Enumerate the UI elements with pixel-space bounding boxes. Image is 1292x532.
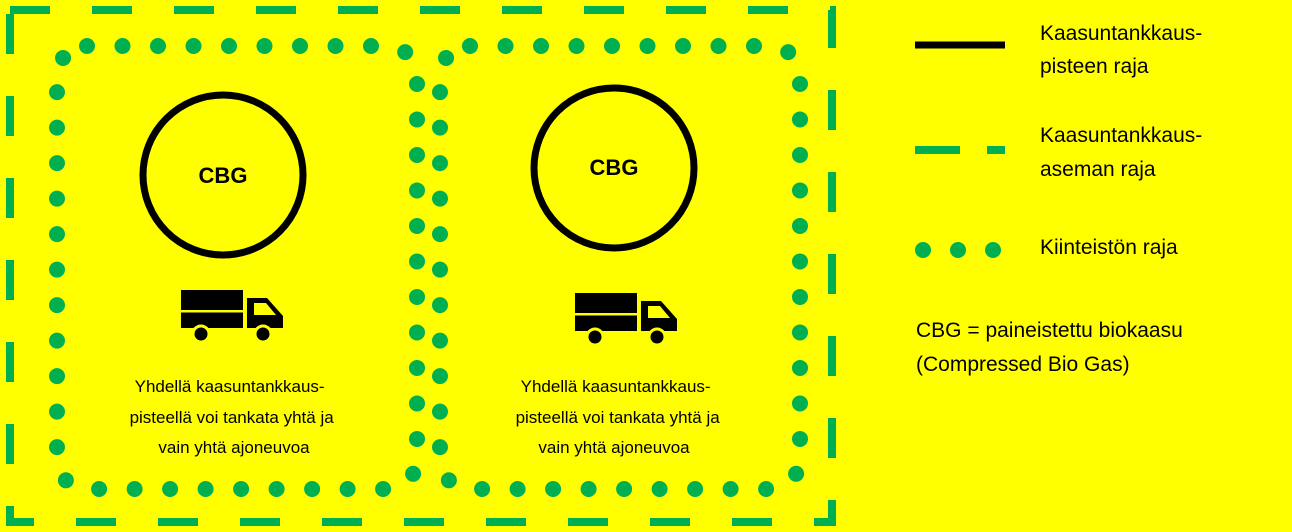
legend-label: Kaasuntankkaus- aseman raja bbox=[1040, 124, 1208, 181]
property-boundary-left bbox=[49, 38, 425, 497]
cbg-label: CBG bbox=[590, 155, 639, 180]
legend-note: CBG = paineistettu biokaasu (Compressed … bbox=[916, 319, 1189, 376]
legend-dot-symbol bbox=[985, 242, 1001, 258]
fueling-point-1: CBG Yhdellä kaasuntankkaus- pisteellä vo… bbox=[130, 91, 339, 457]
caption-line: Yhdellä kaasuntankkaus- bbox=[521, 377, 711, 396]
legend-label-line: Kaasuntankkaus- bbox=[1040, 124, 1202, 147]
caption-line: Yhdellä kaasuntankkaus- bbox=[135, 377, 325, 396]
legend-dot-symbol bbox=[950, 242, 966, 258]
caption-line: vain yhtä ajoneuvoa bbox=[158, 438, 310, 457]
legend-item-station: Kaasuntankkaus- aseman raja bbox=[915, 124, 1208, 181]
fueling-point-boundary-circle bbox=[530, 84, 698, 252]
legend-note-line: (Compressed Bio Gas) bbox=[916, 353, 1130, 376]
legend: Kaasuntankkaus- pisteen raja Kaasuntankk… bbox=[915, 22, 1208, 376]
station-boundary-dashed bbox=[6, 6, 836, 526]
legend-label-line: aseman raja bbox=[1040, 158, 1156, 181]
legend-item-property: Kiinteistön raja bbox=[915, 236, 1178, 259]
fueling-point-2: CBG Yhdellä kaasuntankkaus- pisteellä vo… bbox=[516, 84, 725, 457]
cbg-label: CBG bbox=[199, 163, 248, 188]
legend-label: Kiinteistön raja bbox=[1040, 236, 1178, 259]
legend-label-line: pisteen raja bbox=[1040, 55, 1149, 78]
fueling-point-boundary-circle bbox=[139, 91, 307, 259]
legend-label-line: Kaasuntankkaus- bbox=[1040, 22, 1202, 45]
caption-line: pisteellä voi tankata yhtä ja bbox=[130, 408, 335, 427]
legend-note-line: CBG = paineistettu biokaasu bbox=[916, 319, 1183, 342]
legend-dot-symbol bbox=[915, 242, 931, 258]
truck-icon bbox=[181, 290, 283, 344]
property-boundary-right bbox=[432, 38, 808, 497]
truck-icon bbox=[575, 293, 677, 347]
legend-item-fueling-point: Kaasuntankkaus- pisteen raja bbox=[915, 22, 1208, 78]
station-caption: Yhdellä kaasuntankkaus- pisteellä voi ta… bbox=[130, 377, 339, 457]
station-caption: Yhdellä kaasuntankkaus- pisteellä voi ta… bbox=[516, 377, 725, 457]
caption-line: vain yhtä ajoneuvoa bbox=[538, 438, 690, 457]
caption-line: pisteellä voi tankata yhtä ja bbox=[516, 408, 721, 427]
legend-label: Kaasuntankkaus- pisteen raja bbox=[1040, 22, 1208, 78]
